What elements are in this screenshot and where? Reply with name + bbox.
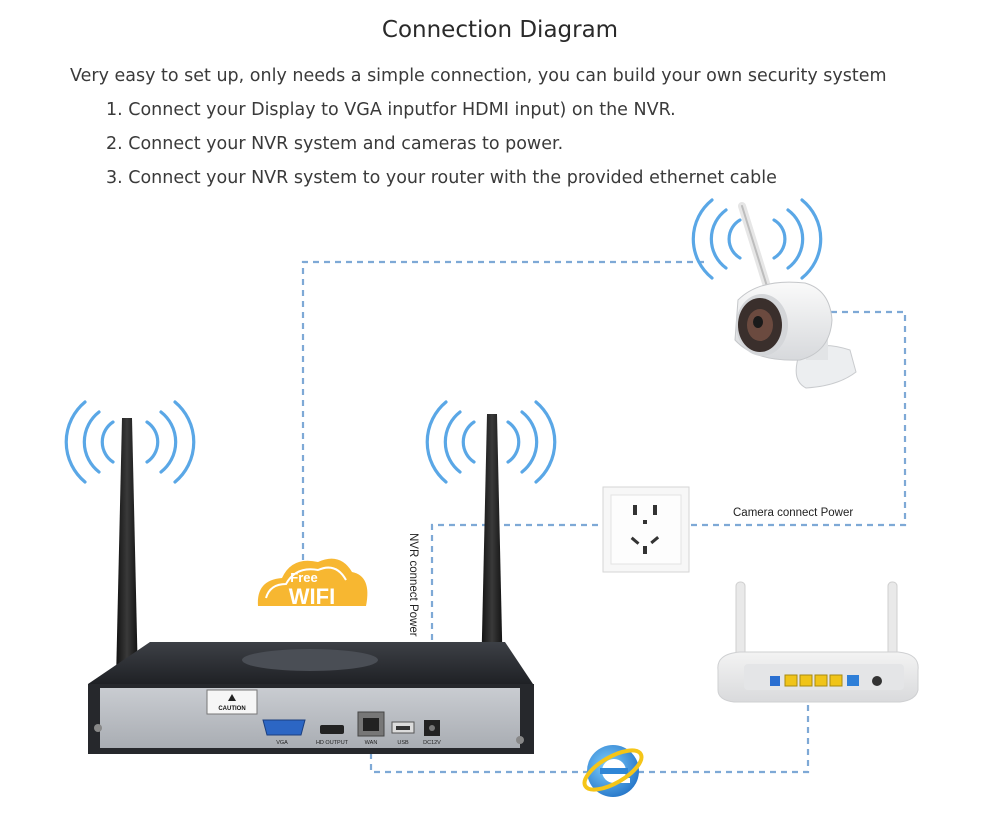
- usb-port-label: USB: [397, 740, 409, 746]
- cloud-wifi-icon: Free WIFI: [257, 558, 368, 609]
- camera-icon: [734, 202, 857, 389]
- vga-port-label: VGA: [276, 740, 288, 746]
- page-title: Connection Diagram: [381, 17, 619, 43]
- wifi-main-label: WIFI: [289, 584, 335, 609]
- internet-explorer-icon: [582, 745, 644, 797]
- lan-port-label: WAN: [365, 740, 378, 746]
- step-item: 3. Connect your NVR system to your route…: [106, 168, 777, 188]
- camera-power-line: [690, 310, 907, 527]
- wifi-signal-icon: [425, 400, 557, 484]
- step-item: 2. Connect your NVR system and cameras t…: [106, 134, 564, 154]
- intro-text: Very easy to set up, only needs a simple…: [70, 66, 887, 86]
- dc-port-label: DC12V: [423, 740, 441, 746]
- nvr-icon: CAUTION VGA HD OUTPUT WAN USB DC12V: [88, 642, 534, 754]
- router-icon: [717, 581, 919, 703]
- camera-power-label: Camera connect Power: [733, 507, 853, 519]
- wifi-free-label: Free: [290, 570, 317, 585]
- nvr-power-label: NVR connect Power: [407, 533, 419, 637]
- nvr-power-line: [430, 523, 603, 640]
- power-outlet-icon: [602, 486, 690, 573]
- hdmi-port-label: HD OUTPUT: [316, 740, 349, 746]
- caution-label: CAUTION: [218, 706, 245, 712]
- wifi-link-line: [301, 260, 705, 560]
- wifi-signal-icon: [64, 400, 196, 484]
- wifi-signal-icon: [691, 198, 823, 280]
- step-item: 1. Connect your Display to VGA inputfor …: [106, 100, 676, 120]
- setup-steps: 1. Connect your Display to VGA inputfor …: [106, 98, 777, 200]
